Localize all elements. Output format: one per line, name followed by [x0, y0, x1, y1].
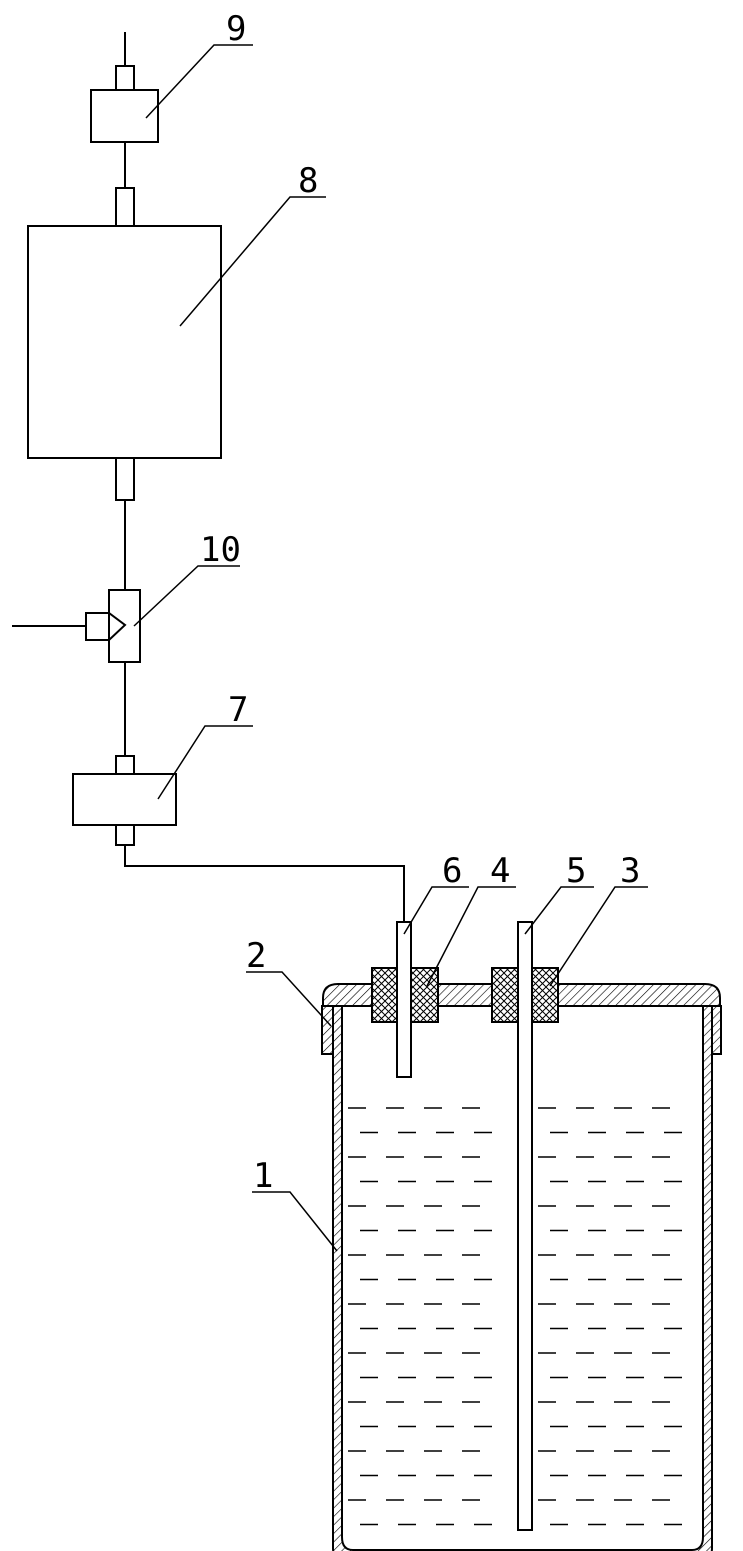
component-7	[73, 774, 176, 825]
label-1: 1	[253, 1156, 273, 1196]
label-4: 4	[490, 851, 510, 891]
component-8-top-connector	[116, 188, 134, 226]
leader-3	[550, 887, 648, 986]
leader-9	[146, 45, 253, 118]
pipe-7-6	[125, 845, 404, 922]
label-10: 10	[200, 530, 241, 570]
label-7: 7	[228, 690, 248, 730]
leader-10	[134, 566, 240, 626]
liquid	[348, 1108, 682, 1525]
component-9-connector	[116, 66, 134, 90]
label-9: 9	[226, 9, 246, 49]
label-8: 8	[298, 161, 318, 201]
label-2: 2	[246, 936, 266, 976]
tube-5	[518, 922, 532, 1530]
leader-1	[252, 1192, 337, 1251]
label-5: 5	[566, 851, 586, 891]
label-3: 3	[620, 851, 640, 891]
leader-5	[525, 887, 594, 934]
component-8-bottom-connector	[116, 458, 134, 500]
component-7-bottom-connector	[116, 825, 134, 845]
label-6: 6	[442, 851, 462, 891]
component-8	[28, 226, 221, 458]
lid-left-skirt	[322, 1006, 333, 1054]
leader-2	[246, 972, 331, 1026]
component-7-top-connector	[116, 756, 134, 774]
leader-6	[404, 887, 469, 934]
tube-6	[397, 922, 411, 1077]
